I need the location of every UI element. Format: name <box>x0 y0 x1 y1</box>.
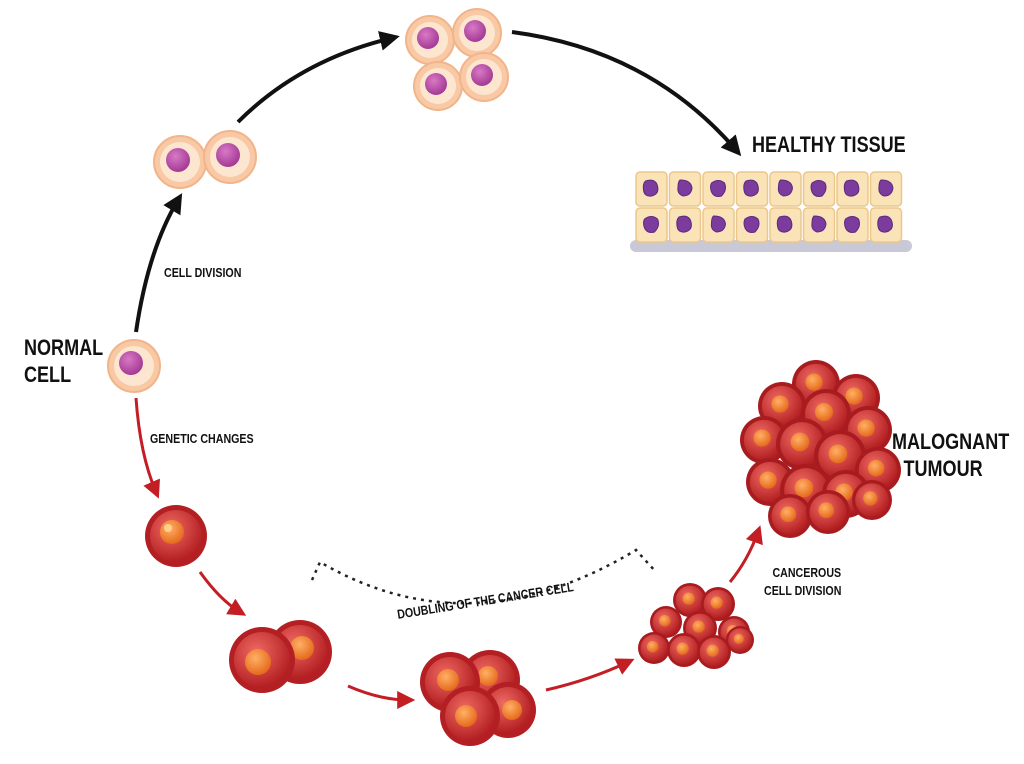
arrow-division-to-four <box>236 31 400 124</box>
tissue-cell <box>869 207 903 243</box>
tissue-cell <box>802 171 836 207</box>
cancer-cell <box>852 480 892 520</box>
malignant-tumour-label-line2: TUMOUR <box>903 456 983 481</box>
healthy-tissue <box>630 171 912 252</box>
cancerous-label-line1: CANCEROUS <box>772 565 842 580</box>
arrow-four-to-cluster <box>545 658 635 692</box>
arrow-normal-to-cancer <box>134 397 160 499</box>
arrow-two-to-four <box>347 684 416 709</box>
cancer-cell <box>650 606 682 638</box>
genetic-changes-label: GENETIC CHANGES <box>150 431 254 446</box>
cancer-cell <box>701 587 735 621</box>
tissue-cell <box>635 207 668 243</box>
normal-cell-label: NORMAL CELL <box>24 334 103 388</box>
cancer-cell <box>673 583 707 617</box>
tissue-cell <box>869 171 903 207</box>
cell-division-label: CELL DIVISION <box>164 265 242 280</box>
arrow-cancer-to-two <box>198 571 247 616</box>
malignant-tumour-label: MALOGNANT TUMOUR <box>892 428 1009 482</box>
tissue-cell <box>802 207 836 243</box>
malignant-tumour <box>740 360 901 538</box>
cancer-cell <box>855 447 901 493</box>
cancerous-cell-division-label: CANCEROUS CELL DIVISION <box>764 564 841 600</box>
cancer-cell <box>145 505 207 567</box>
tissue-cell <box>836 207 869 243</box>
tissue-cell <box>635 171 668 207</box>
four-cancer-cells <box>420 650 536 746</box>
arrow-normal-to-division <box>134 193 183 333</box>
tissue-cell <box>836 171 869 207</box>
tissue-cell <box>769 207 802 243</box>
cancer-cell <box>814 430 866 482</box>
four-normal-cells <box>405 8 509 111</box>
normal-cell <box>107 339 161 393</box>
cancer-cell-cluster <box>638 583 754 669</box>
cancer-cell <box>740 416 788 464</box>
cancerous-label-line2: CELL DIVISION <box>764 583 842 598</box>
arrow-cluster-to-tumour <box>728 525 763 583</box>
cancer-cell <box>638 632 670 664</box>
tissue-cell <box>668 207 702 243</box>
cancer-cell <box>697 635 731 669</box>
healthy-tissue-label: HEALTHY TISSUE <box>752 132 906 157</box>
cancer-cell <box>768 494 812 538</box>
normal-cell-label-line1: NORMAL <box>24 335 104 360</box>
cancer-cell <box>806 490 850 534</box>
cancer-cell <box>667 633 701 667</box>
tissue-cell <box>702 171 735 207</box>
tissue-cell <box>735 171 769 207</box>
tissue-cell <box>668 171 702 207</box>
two-normal-cells <box>153 130 257 189</box>
cancer-cell <box>726 626 754 654</box>
normal-cell-label-line2: CELL <box>24 362 72 387</box>
tissue-cell <box>702 207 735 243</box>
tissue-cell <box>735 207 769 243</box>
tissue-cell <box>769 171 802 207</box>
two-cancer-cells <box>229 620 332 693</box>
malignant-tumour-label-line1: MALOGNANT <box>892 429 1010 454</box>
arrow-four-to-tissue <box>511 30 742 157</box>
